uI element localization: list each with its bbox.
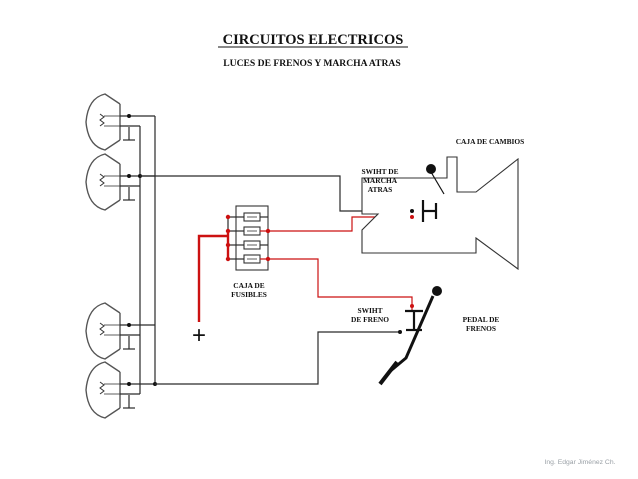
battery-feed-wire: [197, 234, 228, 322]
fuse-box-label: FUSIBLES: [231, 290, 267, 299]
fuse-box: [227, 205, 269, 271]
brake-switch-feed-wire: [260, 258, 413, 312]
diagram-subtitle: LUCES DE FRENOS Y MARCHA ATRAS: [223, 58, 400, 69]
brake-pedal-label: PEDAL DE: [463, 315, 500, 324]
gearbox-icon: [361, 156, 519, 271]
junction-dot: [127, 323, 131, 327]
brake-light-wire: [155, 331, 400, 385]
gearbox-label: CAJA DE CAMBIOS: [456, 137, 525, 146]
lamp-wiring: [120, 115, 156, 395]
lamp-icon: [85, 153, 121, 211]
brake-switch-label: SWIHT: [357, 306, 382, 315]
fuse-icon: [243, 212, 261, 222]
positive-terminal: +: [192, 322, 206, 349]
lamp-icon: [85, 93, 121, 151]
switch-terminal: [410, 215, 414, 219]
brake-pedal-icon: [378, 286, 442, 386]
reverse-switch-label: MARCHA: [363, 176, 398, 185]
switch-terminal: [410, 209, 414, 213]
diagram-title: CIRCUITOS ELECTRICOS: [223, 32, 404, 48]
switch-terminal: [410, 304, 414, 308]
fuse-icon: [243, 226, 261, 236]
ground-icon: [123, 395, 135, 409]
reverse-switch-feed-wire: [260, 216, 412, 232]
junction-dot: [127, 382, 131, 386]
switch-icon: [405, 309, 423, 332]
switch-terminal: [398, 330, 402, 334]
lamp-icon: [85, 361, 121, 419]
reverse-switch-label: ATRAS: [368, 185, 393, 194]
fuse-icon: [243, 254, 261, 264]
ground-icon: [123, 187, 135, 201]
switch-icon: [421, 200, 438, 222]
author-credit: Ing. Edgar Jiménez Ch.: [544, 459, 615, 466]
junction-dot: [225, 214, 231, 220]
junction-dot: [127, 114, 131, 118]
reverse-switch-label: SWIHT DE: [361, 167, 398, 176]
brake-switch-label: DE FRENO: [351, 315, 389, 324]
fuse-box-label: CAJA DE: [233, 281, 264, 290]
ground-icon: [123, 127, 135, 141]
lamp-icon: [85, 302, 121, 360]
fuse-icon: [243, 240, 261, 250]
ground-icon: [123, 336, 135, 350]
junction-dot: [127, 174, 131, 178]
brake-pedal-label: FRENOS: [466, 324, 496, 333]
